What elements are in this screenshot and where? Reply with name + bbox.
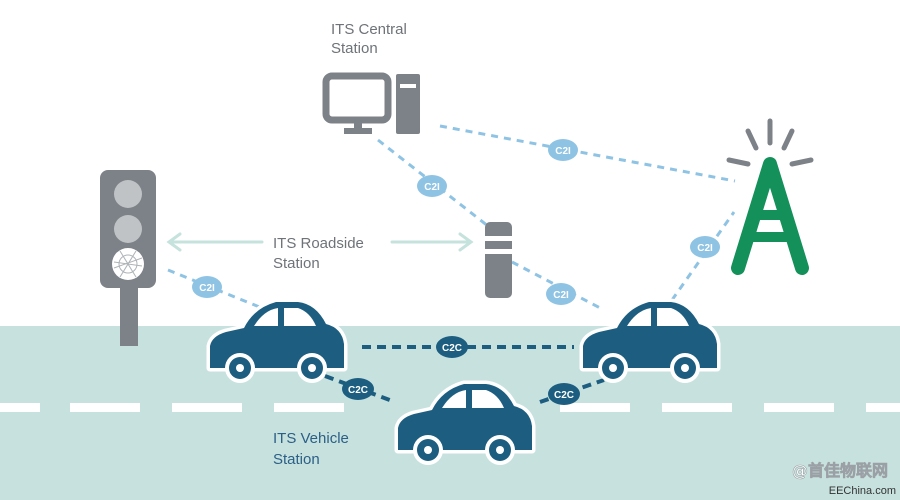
vehicle-station-label-line1: ITS Vehicle <box>273 430 349 447</box>
antenna-icon <box>726 118 814 275</box>
c2c-badge: C2C <box>548 383 580 405</box>
roadside-arrows <box>166 232 474 252</box>
link-roadside-car-right <box>511 260 605 312</box>
c2c-badge: C2C <box>436 336 468 358</box>
c2i-badge: C2I <box>546 283 576 305</box>
watermark-sub: EEChina.com <box>829 485 896 497</box>
svg-text:C2C: C2C <box>348 385 368 396</box>
central-station-label-line1: ITS Central <box>331 21 407 38</box>
c2i-badge: C2I <box>548 139 578 161</box>
svg-text:C2I: C2I <box>424 182 440 193</box>
svg-text:C2I: C2I <box>199 283 215 294</box>
central-computer-icon <box>322 72 420 134</box>
c2i-badge: C2I <box>690 236 720 258</box>
link-light-car-left <box>167 268 263 310</box>
vehicle-right-icon <box>583 302 717 383</box>
svg-text:C2I: C2I <box>697 243 713 254</box>
roadside-unit-icon <box>485 222 512 298</box>
link-central-antenna <box>439 124 736 183</box>
c2i-badge: C2I <box>417 175 447 197</box>
signal-waves-icon <box>726 118 814 167</box>
svg-text:C2C: C2C <box>442 343 462 354</box>
c2i-badge: C2I <box>192 276 222 298</box>
roadside-station-label-line1: ITS Roadside <box>273 235 364 252</box>
svg-text:C2C: C2C <box>554 390 574 401</box>
traffic-light-icon <box>100 170 156 346</box>
roadside-station-label-line2: Station <box>273 255 320 272</box>
svg-text:C2I: C2I <box>555 146 571 157</box>
vehicle-left-icon <box>210 302 344 383</box>
central-station-label-line2: Station <box>331 40 378 57</box>
c2i-links <box>167 124 736 312</box>
svg-text:C2I: C2I <box>553 290 569 301</box>
watermark-main: @首佳物联网 <box>792 461 888 480</box>
lane-markings <box>0 403 900 412</box>
vehicle-station-label-line2: Station <box>273 451 320 468</box>
c2c-badge: C2C <box>342 378 374 400</box>
